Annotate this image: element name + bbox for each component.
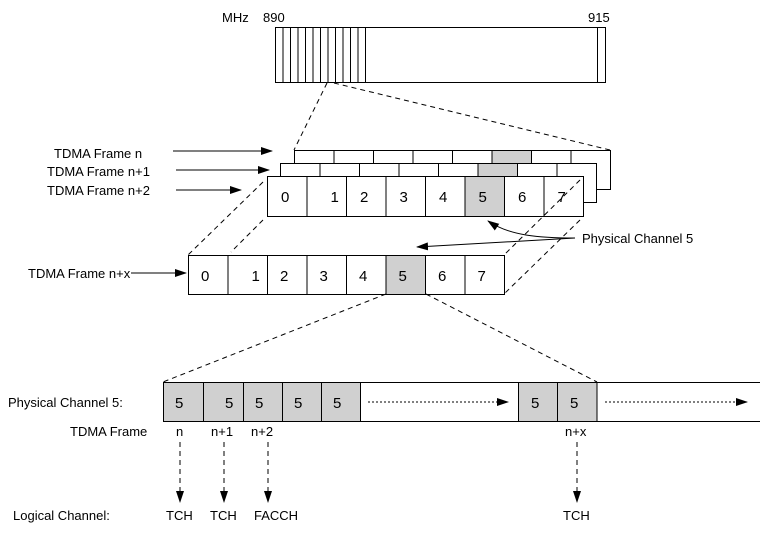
channel-slot-cell [243,382,283,422]
timeslot-cell [425,176,466,217]
timeslot-number: 3 [400,189,408,206]
frame-label-n2: n+2 [251,424,273,439]
channel-slot-cell [557,382,598,422]
tdma-frame-nx: 0 1 2 3 4 5 6 7 [188,255,505,295]
channel-slot-cell [518,382,559,422]
physical-channel-strip: 5 5 5 5 5 5 5 [163,382,760,422]
channel-slot-cell [321,382,361,422]
logical-channel-3: FACCH [254,508,298,523]
logical-channel-4: TCH [563,508,590,523]
timeslot-number: 6 [518,189,526,206]
logical-channel-1: TCH [166,508,193,523]
stack-zoom-line-left-inner [230,219,264,253]
frame-label-n: n [176,424,183,439]
timeslot-number: 2 [280,268,288,285]
timeslot-number: 1 [252,268,260,285]
frequency-band: MHz 890 915 [222,10,610,83]
timeslot-cell [227,255,268,295]
frame-n1-label: TDMA Frame n+1 [47,164,150,179]
channel-slot-number: 5 [225,395,233,412]
logical-channel-2: TCH [210,508,237,523]
tdma-frame-row-label: TDMA Frame [70,424,147,439]
timeslot-number: 2 [360,189,368,206]
timeslot-cell [306,176,347,217]
channel-slot-number: 5 [333,395,341,412]
frame-n2-label: TDMA Frame n+2 [47,183,150,198]
timeslot-cell [346,176,387,217]
channel-zoom-line-left [162,293,387,383]
channel-slot-number: 5 [531,395,539,412]
stack-frame-labels: TDMA Frame n TDMA Frame n+1 TDMA Frame n… [47,146,273,198]
timeslot-cell [464,176,505,217]
frame-n-label: TDMA Frame n [54,146,142,161]
timeslot-number: 5 [479,189,487,206]
timeslot-number: 1 [331,189,339,206]
channel-slot-cell [203,382,244,422]
channel-slot-number: 5 [175,395,183,412]
timeslot-number: 7 [558,189,566,206]
band-box [275,27,606,83]
channel-zoom-line-right [425,293,598,383]
physical-channel-callout-label: Physical Channel 5 [582,231,693,246]
timeslot-number: 0 [201,268,209,285]
callout-arrow-to-frame-nx [416,237,576,251]
timeslot-cell [504,176,545,217]
timeslot-cell [385,176,426,217]
channel-slot-cell [163,382,204,422]
channel-slot-number: 5 [255,395,263,412]
band-start-label: 890 [263,10,285,25]
zoom-line-right [333,82,611,151]
timeslot-number: 5 [399,268,407,285]
timeslot-cell [267,255,308,295]
timeslot-cell [346,255,387,295]
timeslot-cell [464,255,505,295]
callout-arrow-to-stack [487,220,576,239]
tdma-frame-stack: 0 1 2 3 4 5 6 7 [267,150,611,217]
timeslot-number: 0 [281,189,289,206]
timeslot-cell [306,255,347,295]
band-channel-lines [282,27,366,83]
frame-label-nx: n+x [565,424,587,439]
frame-n2-frame: 0 1 2 3 4 5 6 7 [267,176,584,217]
zoom-line-left [293,82,328,151]
channel-slot-number: 5 [294,395,302,412]
band-end-label: 915 [588,10,610,25]
timeslot-number: 4 [439,189,447,206]
logical-channel-label: Logical Channel: [13,508,110,523]
channel-slot-number: 5 [570,395,578,412]
stack-zoom-line-right-bottom [503,219,581,295]
channel-slot-cell [282,382,322,422]
frame-label-n1: n+1 [211,424,233,439]
timeslot-number: 7 [478,268,486,285]
timeslot-number: 4 [359,268,367,285]
band-unit-label: MHz [222,10,249,25]
timeslot-number: 6 [438,268,446,285]
physical-channel-label: Physical Channel 5: [8,395,123,410]
stack-zoom-line-left-outer [187,181,264,256]
timeslot-number: 3 [320,268,328,285]
timeslot-cell [188,255,229,295]
frame-nx-label: TDMA Frame n+x [28,266,131,281]
